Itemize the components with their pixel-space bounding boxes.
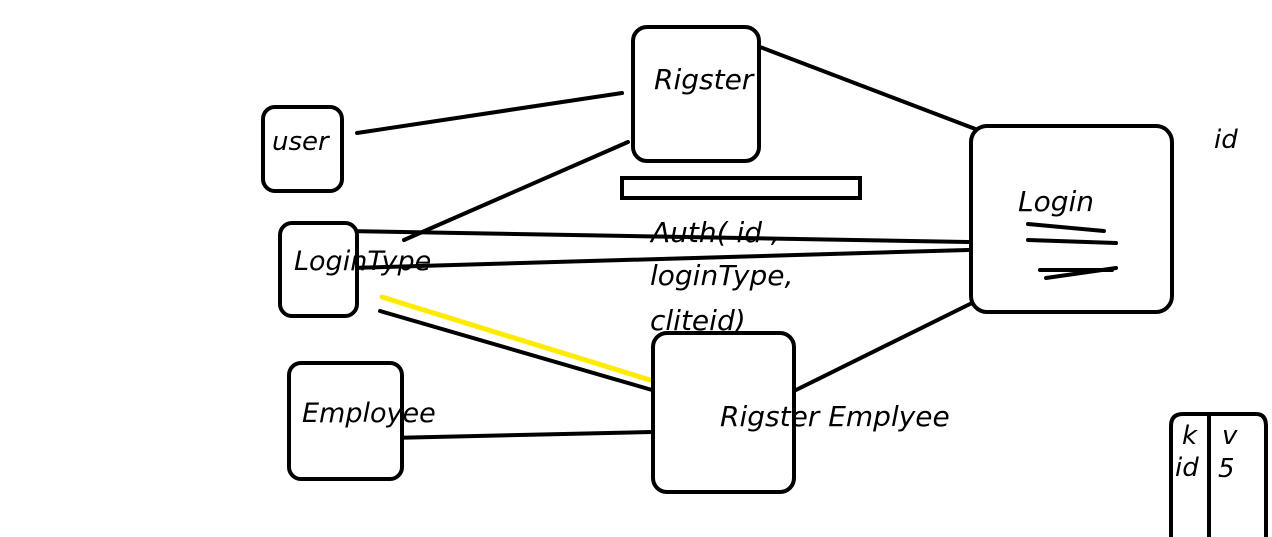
employee-label: Employee: [302, 398, 436, 429]
scribble-line-4: [1044, 266, 1118, 280]
kv-value-cell: 5: [1218, 454, 1235, 484]
kv-value-header: v: [1222, 421, 1238, 451]
connector-rigster-login: [758, 45, 980, 132]
connector-logintype-login-top: [343, 229, 970, 244]
kv-key-cell: id: [1175, 453, 1199, 483]
rigster-employee-box: [651, 331, 796, 494]
rigster-box: [631, 25, 761, 163]
auth-label-line-3: cliteid): [650, 304, 746, 337]
kv-table: [1169, 412, 1268, 537]
login-id-label: id: [1214, 125, 1238, 155]
rigster-employee-label: Rigster Emplyee: [720, 400, 950, 433]
scribble-line-2: [1026, 238, 1118, 245]
login-type-box: [278, 221, 359, 318]
auth-label-line-2: loginType,: [650, 259, 793, 292]
kv-key-header: k: [1182, 421, 1198, 451]
scribble-line-1: [1026, 222, 1106, 233]
auth-bar: [620, 176, 862, 200]
connectors: [343, 45, 980, 440]
login-label: Login: [1018, 185, 1094, 218]
connector-rigster-employee-login: [794, 301, 974, 392]
connector-logintype-login-bottom: [348, 248, 970, 270]
user-label: user: [272, 127, 331, 157]
connector-logintype-rigster-employee: [378, 309, 654, 392]
kv-table-outline: [1169, 412, 1268, 537]
auth-label-line-1: Auth( id ,: [649, 216, 780, 249]
rigster-label: Rigster: [654, 63, 755, 96]
user-box: [261, 105, 344, 193]
login-type-label: LoginType: [294, 246, 431, 277]
connector-employee-rigster-employee: [388, 430, 654, 440]
login-scribble-lines: [1026, 222, 1118, 280]
employee-box: [287, 361, 404, 481]
node-boxes: [261, 25, 1174, 494]
login-box: [969, 124, 1174, 314]
node-labels: Rigster user Login LoginType Employee Ri…: [272, 63, 1238, 484]
highlight-connector: [379, 294, 653, 383]
connector-user-rigster: [355, 91, 624, 135]
connector-rigster-logintype: [402, 140, 630, 242]
